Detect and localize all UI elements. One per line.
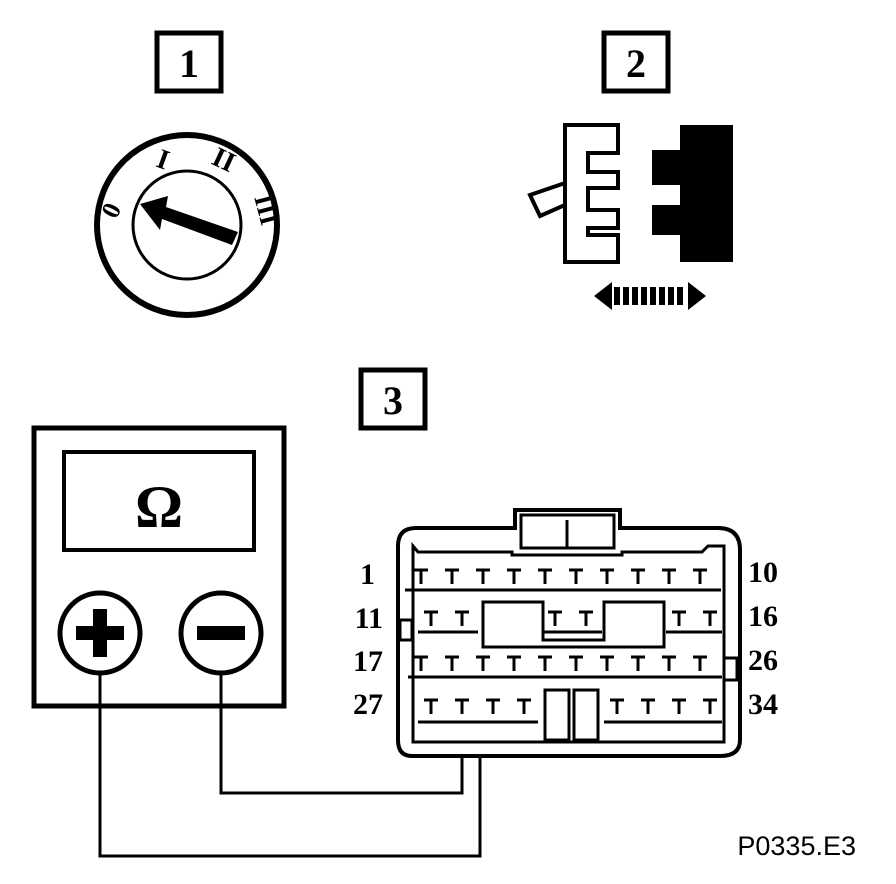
pin-label-34: 34: [748, 688, 778, 721]
positive-lead: [98, 673, 482, 858]
meter-display: [62, 450, 256, 552]
pin-label-26: 26: [748, 644, 778, 677]
pin-label-1: 1: [360, 558, 375, 591]
step-1-label: 1: [179, 41, 199, 86]
pin-label-27: 27: [353, 688, 383, 721]
pin-row-1: [405, 568, 721, 592]
pin-labels: 1 10 11 16 17 26 27 34: [353, 556, 778, 721]
ecu-connector: [396, 508, 742, 758]
step-2-box: 2: [601, 30, 671, 94]
ohm-symbol: Ω: [135, 474, 183, 540]
positive-terminal: [57, 590, 143, 676]
double-arrow-icon: [594, 282, 706, 310]
step-3-label: 3: [383, 378, 403, 423]
ohmmeter: Ω: [31, 425, 287, 709]
figure-code: P0335.E3: [737, 831, 856, 861]
pin-label-17: 17: [353, 645, 383, 678]
step-2-label: 2: [626, 41, 646, 86]
pin-label-16: 16: [748, 600, 778, 633]
pin-row-3: [408, 655, 722, 679]
pin-row-4: [418, 698, 722, 724]
connector-disconnect-icon: [527, 123, 733, 310]
ignition-switch-icon: 0 I II III: [94, 132, 284, 318]
pin-row-2: [418, 610, 722, 634]
step-3-box: 3: [358, 367, 428, 431]
negative-terminal: [178, 590, 264, 676]
minus-icon: [197, 626, 245, 640]
pin-label-10: 10: [748, 556, 778, 589]
key-pointer-icon: [140, 196, 238, 245]
pin-label-11: 11: [355, 602, 383, 635]
step-1-box: 1: [154, 30, 224, 94]
